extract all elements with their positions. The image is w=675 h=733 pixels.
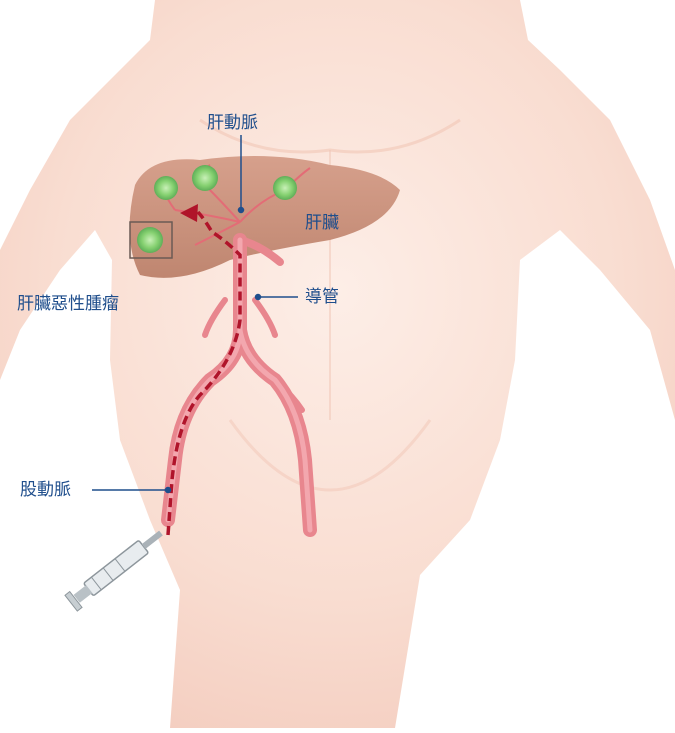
label-femoral-artery: 股動脈 [20, 480, 71, 500]
syringe-icon [65, 525, 167, 611]
label-liver: 肝臟 [305, 213, 339, 233]
label-hepatic-artery: 肝動脈 [207, 113, 258, 133]
label-liver-tumor: 肝臟惡性腫瘤 [17, 294, 119, 314]
label-catheter: 導管 [305, 287, 339, 307]
